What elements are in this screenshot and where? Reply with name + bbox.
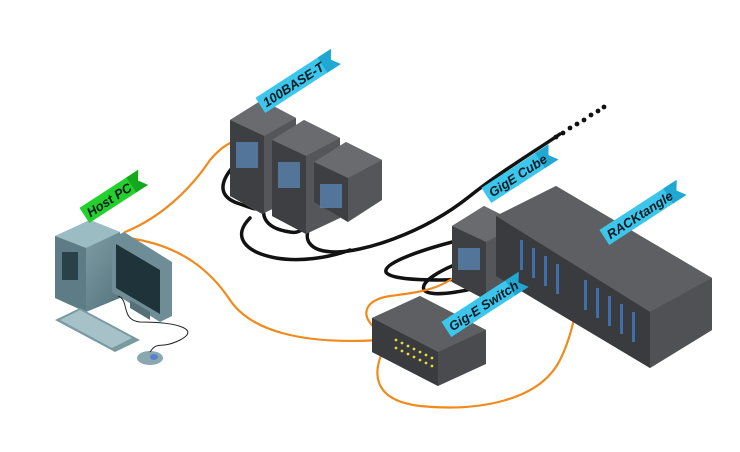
daisy-chain-cable [305,132,562,254]
pc-tower [55,220,120,312]
label-100base-t: 100BASE-T [260,59,328,110]
daisy-chain-cable [239,216,352,262]
flag-racktangle: RACKtangle [599,179,687,246]
flag-100base-t: 100BASE-T [255,48,341,114]
device-host-pc[interactable] [55,220,189,365]
pc-monitor [112,232,172,322]
ethernet-cable-switch-to-cube [365,260,472,332]
pc-mouse [137,351,163,365]
device-100base-t-group[interactable] [230,100,382,234]
pc-keyboard [55,308,140,352]
flag-host-pc: Host PC [79,169,148,224]
label-racktangle: RACKtangle [604,188,676,242]
switch-port-leds [394,338,434,368]
device-racktangle[interactable] [496,186,712,368]
ethernet-cable-pc-to-switch [126,236,382,343]
cube-chassis[interactable] [314,142,382,222]
pc-peripheral-cables [117,295,189,353]
ethernet-cable-switch-to-rack [376,298,580,409]
label-host-pc: Host PC [84,180,135,220]
rack-slots [520,240,635,342]
continuation-dots [553,104,607,140]
